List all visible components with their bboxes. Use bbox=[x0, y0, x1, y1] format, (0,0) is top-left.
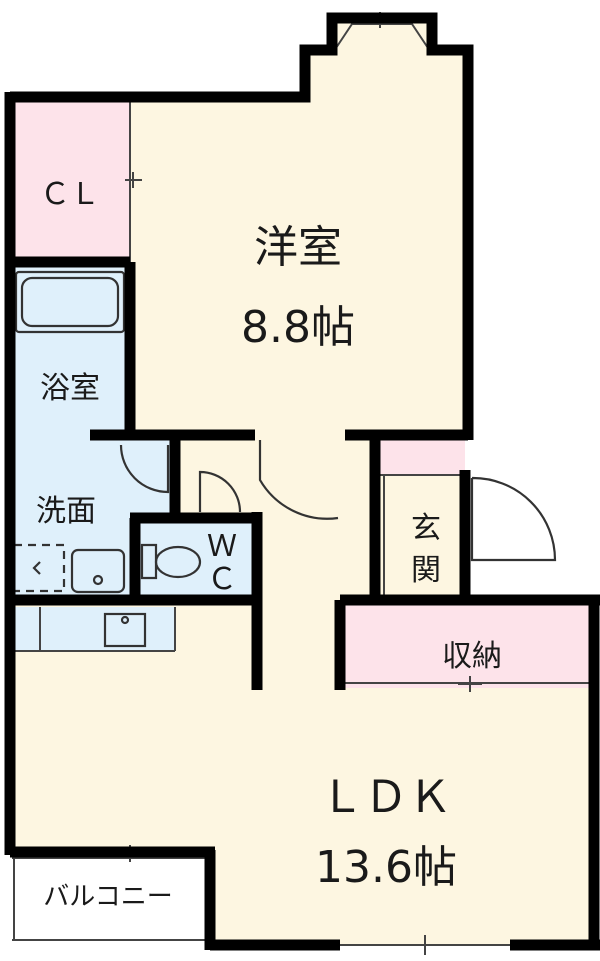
entrance-door bbox=[470, 476, 557, 562]
western-room-label: 洋室 bbox=[254, 222, 342, 273]
bathtub-outer bbox=[14, 270, 126, 334]
entrance-floor bbox=[375, 475, 465, 600]
entrance-shoebox bbox=[375, 435, 465, 475]
closet-floor bbox=[10, 97, 130, 262]
toilet-label-w: Ｗ bbox=[207, 529, 237, 564]
basin-drain bbox=[92, 574, 104, 586]
balcony-floor bbox=[10, 855, 210, 945]
washing-machine-mark bbox=[32, 561, 41, 575]
washroom-label: 洗面 bbox=[36, 494, 96, 529]
wash-basin bbox=[70, 548, 126, 594]
toilet-label-c: Ｃ bbox=[207, 562, 237, 597]
ldk-floor bbox=[10, 600, 594, 945]
western-room-door bbox=[258, 440, 339, 520]
toilet-bowl bbox=[154, 545, 202, 579]
balcony-label: バルコニー bbox=[43, 882, 172, 912]
western-room-size: 8.8帖 bbox=[241, 302, 355, 353]
storage-label: 収納 bbox=[442, 639, 502, 674]
washroom-door bbox=[119, 444, 170, 494]
bathroom-floor bbox=[10, 262, 130, 435]
bay-window bbox=[335, 23, 429, 49]
western-room-floor bbox=[130, 20, 468, 435]
closet-label: ＣＬ bbox=[40, 177, 100, 212]
ldk-size: 13.6帖 bbox=[315, 842, 457, 893]
kitchen-sink bbox=[103, 612, 147, 648]
toilet-door bbox=[198, 470, 242, 513]
bathroom-label: 浴室 bbox=[40, 371, 100, 406]
entrance-label-2: 関 bbox=[411, 553, 441, 588]
ldk-label: ＬＤＫ bbox=[320, 772, 452, 823]
entrance-label-1: 玄 bbox=[411, 511, 441, 546]
outer-wall-west-top bbox=[10, 12, 474, 440]
toilet-tank bbox=[140, 543, 158, 580]
sink-drain bbox=[120, 615, 130, 625]
storage-floor bbox=[345, 605, 594, 688]
bathtub-inner bbox=[20, 276, 120, 328]
toilet-floor bbox=[135, 518, 257, 600]
kitchen-counter bbox=[10, 607, 175, 651]
